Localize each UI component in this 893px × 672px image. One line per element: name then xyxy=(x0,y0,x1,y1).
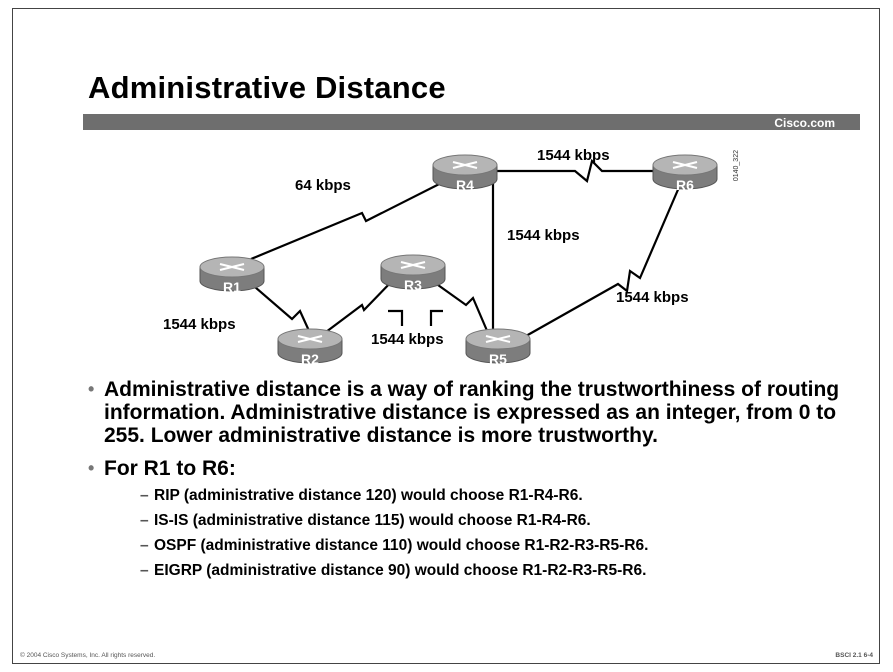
bullet-text: Administrative distance is a way of rank… xyxy=(104,378,840,447)
router-label: R2 xyxy=(301,351,319,367)
sub-bullet-text: IS-IS (administrative distance 115) woul… xyxy=(154,512,591,529)
router-label: R6 xyxy=(676,177,694,193)
link-r1-r4 xyxy=(250,170,466,261)
network-diagram: 64 kbps 1544 kbps 1544 kbps 1544 kbps 15… xyxy=(163,147,718,367)
router-label: R1 xyxy=(223,279,241,295)
router-r6[interactable]: R6 xyxy=(652,154,718,193)
router-r3[interactable]: R3 xyxy=(380,254,446,293)
router-r1[interactable]: R1 xyxy=(199,256,265,295)
link-r4-r6 xyxy=(488,158,685,183)
sub-bullet-text: RIP (administrative distance 120) would … xyxy=(154,487,583,504)
dash-icon: – xyxy=(140,487,149,504)
bullet-item: • Administrative distance is a way of ra… xyxy=(88,378,848,447)
slide-title: Administrative Distance xyxy=(88,70,446,105)
link-r5-r6 xyxy=(509,177,685,346)
sub-bullet-item: – OSPF (administrative distance 110) wou… xyxy=(140,537,848,555)
footer-copyright: © 2004 Cisco Systems, Inc. All rights re… xyxy=(20,652,156,659)
router-label: R4 xyxy=(456,177,474,193)
dash-icon: – xyxy=(140,562,149,579)
bullet-text: For R1 to R6: xyxy=(104,457,236,480)
router-r4[interactable]: R4 xyxy=(432,154,498,193)
title-bar xyxy=(83,114,860,130)
link-r3-r5 xyxy=(437,284,490,334)
link-r1-r2 xyxy=(247,280,312,334)
link-r2-r3 xyxy=(321,276,397,336)
link-label-r3-r5: 1544 kbps xyxy=(371,331,444,348)
bullet-list: • Administrative distance is a way of ra… xyxy=(88,378,848,580)
figure-code: 0140_322 xyxy=(733,150,740,182)
dash-icon: – xyxy=(140,537,149,554)
sub-bullet-item: – IS-IS (administrative distance 115) wo… xyxy=(140,512,848,530)
slide-frame xyxy=(12,8,880,664)
router-label: R3 xyxy=(404,277,422,293)
footer-slide-number: BSCI 2.1 6-4 xyxy=(835,652,873,659)
sub-bullet-item: – EIGRP (administrative distance 90) wou… xyxy=(140,562,848,580)
link-label-r1-r4: 64 kbps xyxy=(295,177,351,194)
serial-bracket-right xyxy=(429,309,443,326)
sub-bullet-text: EIGRP (administrative distance 90) would… xyxy=(154,562,647,579)
serial-bracket-left xyxy=(388,309,404,326)
sub-bullet-text: OSPF (administrative distance 110) would… xyxy=(154,537,649,554)
network-links xyxy=(247,158,685,346)
bullet-dot-icon: • xyxy=(88,458,95,478)
bullet-item: • For R1 to R6: xyxy=(88,457,848,480)
router-r5[interactable]: R5 xyxy=(465,328,531,367)
link-label-r4-r5: 1544 kbps xyxy=(507,227,580,244)
bullet-dot-icon: • xyxy=(88,379,95,399)
router-r2[interactable]: R2 xyxy=(277,328,343,367)
link-label-r4-r6: 1544 kbps xyxy=(537,147,610,164)
dash-icon: – xyxy=(140,512,149,529)
brand-link[interactable]: Cisco.com xyxy=(774,116,835,130)
router-label: R5 xyxy=(489,351,507,367)
link-label-r5-r6: 1544 kbps xyxy=(616,289,689,306)
sub-bullet-item: – RIP (administrative distance 120) woul… xyxy=(140,487,848,505)
link-label-r1-r2: 1544 kbps xyxy=(163,316,236,333)
